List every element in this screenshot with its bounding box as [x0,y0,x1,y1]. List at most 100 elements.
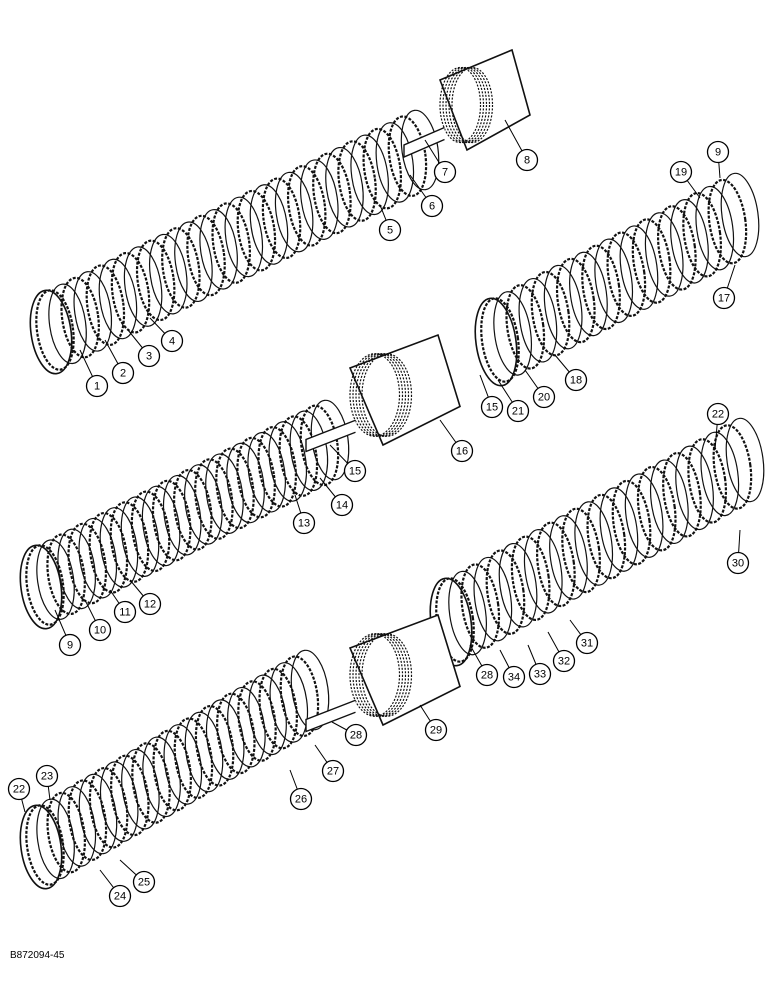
part-callout-1: 1 [79,349,109,398]
friction-disc [247,431,286,513]
part-callout-27: 27 [314,744,345,783]
callout-circle [480,395,504,419]
friction-disc [493,291,532,376]
friction-disc [624,473,664,558]
steel-plate [261,177,302,260]
friction-disc [98,258,138,340]
part-callout-11: 11 [109,589,137,624]
callout-number: 17 [718,293,730,305]
callout-circle [321,759,345,783]
part-callout-15: 15 [479,374,504,419]
callout-circle [7,777,31,801]
steel-plate [215,447,255,530]
steel-plate [257,426,297,508]
steel-plate [299,404,340,487]
steel-plate [85,264,126,346]
friction-disc [269,662,309,743]
friction-disc [226,442,265,524]
part-callout-9: 9 [706,140,730,179]
friction-disc [473,556,513,642]
steel-plate [707,178,748,265]
callout-circle [424,718,448,742]
friction-disc [248,674,287,756]
callout-circle [575,631,599,655]
part-callout-30: 30 [726,529,750,575]
steel-plate [362,127,403,210]
callout-circle [669,160,693,184]
friction-disc [57,786,97,867]
callout-circle [289,787,313,811]
callout-circle [58,633,82,657]
friction-disc [36,539,75,620]
part-callout-33: 33 [527,644,552,686]
callout-circle [726,551,750,575]
friction-disc [268,421,308,502]
part-callout-5: 5 [378,204,402,242]
friction-disc [498,542,538,628]
callout-number: 7 [442,167,448,179]
friction-disc [141,485,181,567]
part-callout-17: 17 [712,264,736,310]
friction-disc [78,773,118,855]
steel-plate [662,452,702,538]
callout-circle [532,385,556,409]
friction-disc [569,251,608,337]
steel-plate [236,189,277,272]
callout-number: 16 [456,446,468,458]
callout-circle [292,511,316,535]
friction-disc [720,172,760,258]
steel-plate [152,729,192,812]
friction-disc [274,171,314,253]
steel-plate [485,549,526,635]
drum-spline-ring [349,633,401,717]
callout-number: 13 [298,518,310,530]
callout-number: 24 [114,891,126,903]
callout-number: 25 [138,877,150,889]
steel-plate [687,438,728,524]
callout-circle [138,592,162,616]
steel-plate [536,521,576,608]
steel-plate [606,231,647,317]
drum-spline-ring [358,633,410,717]
callout-circle [706,140,730,164]
callout-circle [420,194,444,218]
steel-plate [88,511,129,594]
drum-shaft [305,419,356,453]
drum-shaft [403,126,445,159]
steel-plate [510,535,551,622]
steel-plate [530,270,571,357]
callout-circle [344,723,368,747]
callout-circle [706,402,730,426]
part-callout-21: 21 [497,379,530,423]
steel-plate [581,244,621,331]
drum-spline-ring [355,633,407,717]
callout-circle [343,459,367,483]
callout-circle [113,600,137,624]
callout-circle [552,649,576,673]
part-callout-34: 34 [499,649,526,689]
friction-disc [400,109,440,191]
callout-number: 3 [146,351,152,363]
steel-plate [682,191,722,278]
friction-disc [162,474,202,556]
friction-disc [675,445,714,531]
steel-plate [88,767,129,849]
part-callout-25: 25 [119,859,156,894]
callout-number: 9 [67,640,73,652]
steel-plate [46,791,86,874]
friction-disc [78,517,118,599]
part-callout-22: 22 [706,402,730,451]
part-callout-12: 12 [129,579,162,616]
callout-number: 14 [336,500,348,512]
part-callout-28: 28 [331,721,368,747]
callout-circle [475,663,499,687]
steel-plate [194,458,234,540]
drum-spline-ring [352,633,404,717]
friction-disc [290,649,330,731]
friction-disc [199,209,238,290]
callout-number: 26 [295,794,307,806]
callout-circle [506,399,530,423]
friction-disc [99,507,139,588]
callout-circle [108,884,132,908]
